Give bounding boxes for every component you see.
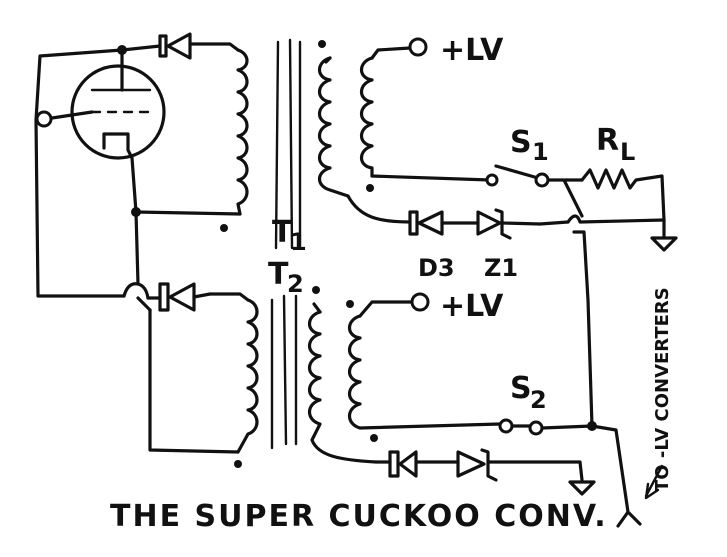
label-rl-sub: L [620,138,635,166]
zener-z1 [476,208,542,240]
label-s2: S [510,371,532,406]
t2-secondary-inner-coil [347,314,362,430]
label-lv-bottom: +LV [440,289,504,324]
ground-top [650,218,678,252]
t1-primary-phase-dot [220,224,228,232]
label-s2-sub: 2 [530,386,547,414]
pointer-arrow [644,464,664,500]
label-t1: T [272,215,293,250]
lv-top-terminal [408,37,428,57]
t2-secondary-outer-coil [307,310,378,464]
label-t1-sub: 1 [290,228,307,256]
label-rl: R [596,123,619,158]
ground-bottom [568,480,596,496]
left-wiring [34,42,250,454]
t1-primary-coil [236,48,249,216]
switch-s1 [494,164,550,188]
t1-secondary-outer-coil [317,56,350,198]
diode-d3 [408,210,480,236]
diagram-title: THE SUPER CUCKOO CONV. [110,499,608,534]
t1-secondary-inner-coil [359,56,374,178]
label-d3: D3 [418,254,455,282]
label-z1: Z1 [484,254,518,282]
diode-top-left [158,32,192,60]
t2-primary-coil [236,298,259,454]
label-to-lv-converters: TO -LV CONVERTERS [652,287,673,492]
t2-secondary-phase-dot [312,286,320,294]
label-t2-sub: 2 [287,270,304,298]
resistor-rl [580,168,666,222]
label-s1-sub: 1 [532,138,549,166]
diode-mid-left [158,282,212,312]
vacuum-tube [35,48,166,160]
label-s1: S [510,125,532,160]
transformer-cores [270,38,302,450]
lv-bottom-terminal [410,292,430,312]
t2-primary-phase-dot [234,460,242,468]
label-lv-top: +LV [440,33,504,68]
t1-secondary-phase-dot [318,40,326,48]
label-t2: T [268,257,289,292]
diode-bottom-1 [388,450,460,478]
converter-output-fork [616,510,642,528]
zener-bottom [456,448,584,482]
switch-s2 [510,420,544,436]
